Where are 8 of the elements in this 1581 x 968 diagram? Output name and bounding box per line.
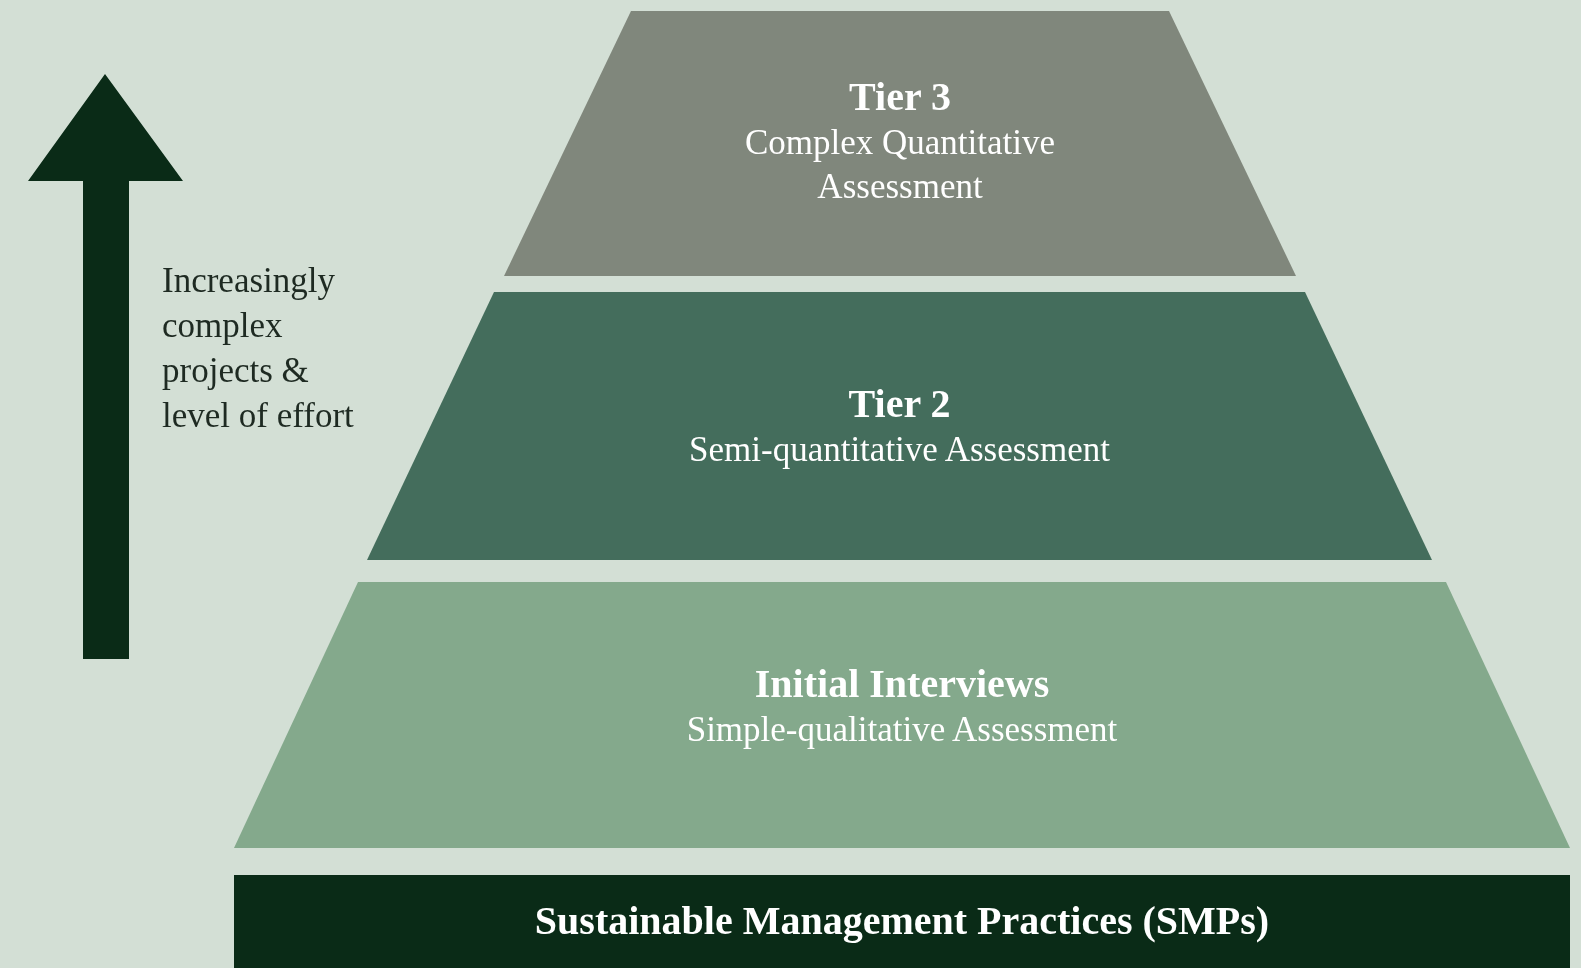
tier-description: Simple-qualitative Assessment xyxy=(686,709,1118,751)
arrow-caption: Increasingly complex projects & level of effort xyxy=(162,260,355,437)
tier-heading: Sustainable Management Practices (SMPs) xyxy=(534,897,1270,945)
tier-description: Complex Quantitative Assessment xyxy=(743,122,1057,208)
tier-description: Semi-quantitative Assessment xyxy=(689,429,1110,471)
tier-heading: Initial Interviews xyxy=(754,660,1050,708)
tier-heading: Tier 2 xyxy=(848,380,951,428)
tier-heading: Tier 3 xyxy=(849,73,951,121)
